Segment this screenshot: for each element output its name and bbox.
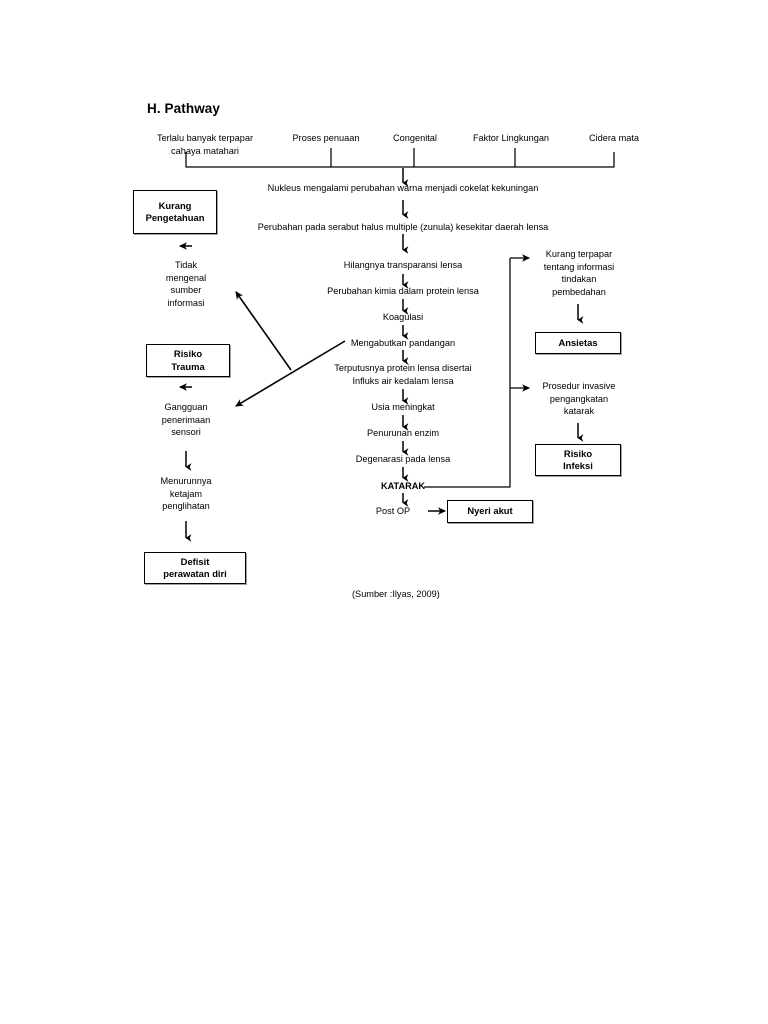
chain-step-3: Perubahan kimia dalam protein lensa — [327, 286, 479, 296]
cause-item-3: Faktor Lingkungan — [472, 133, 550, 143]
box-ansietas[interactable]: Ansietas — [535, 332, 621, 354]
chain-step-5: Mengabutkan pandangan — [350, 338, 456, 348]
chain-step-1: Perubahan pada serabut halus multiple (z… — [257, 222, 549, 232]
text-gangguan-penerimaan-sensori: Gangguan penerimaan sensori — [161, 402, 211, 438]
box-kurang-pengetahuan[interactable]: Kurang Pengetahuan — [133, 190, 217, 234]
chain-step-6: Terputusnya protein lensa disertai Influ… — [334, 363, 472, 386]
box-defisit-perawatan-diri[interactable]: Defisit perawatan diri — [144, 552, 246, 584]
chain-step-4: Koagulasi — [382, 312, 424, 322]
text-tidak-mengenal-sumber-informasi: Tidak mengenal sumber informasi — [165, 260, 207, 308]
chain-step-9: Degenarasi pada lensa — [355, 454, 451, 464]
cause-item-0: Terlalu banyak terpapar cahaya matahari — [156, 133, 253, 156]
cause-item-2: Congenital — [393, 133, 437, 143]
cause-item-1: Proses penuaan — [292, 133, 360, 143]
text-kurang-terpapar-informasi: Kurang terpapar tentang informasi tindak… — [543, 249, 615, 297]
chain-step-2: Hilangnya transparansi lensa — [343, 260, 463, 270]
page-title: H. Pathway — [147, 101, 221, 116]
source-note: (Sumber :Ilyas, 2009) — [352, 589, 440, 599]
text-menurunnya-ketajam-penglihatan: Menurunnya ketajam penglihatan — [160, 476, 212, 512]
chain-step-8: Penurunan enzim — [366, 428, 439, 438]
cause-item-4: Cidera mata — [588, 133, 640, 143]
text-prosedur-invasive: Prosedur invasive pengangkatan katarak — [542, 381, 616, 417]
chain-step-katarak: KATARAK — [380, 481, 426, 491]
chain-step-7: Usia meningkat — [371, 402, 435, 412]
box-risiko-trauma[interactable]: Risiko Trauma — [146, 344, 230, 377]
chain-step-0: Nukleus mengalami perubahan warna menjad… — [267, 183, 539, 193]
box-risiko-infeksi[interactable]: Risiko Infeksi — [535, 444, 621, 476]
chain-step-post-op: Post OP — [375, 506, 411, 516]
box-nyeri-akut[interactable]: Nyeri akut — [447, 500, 533, 523]
